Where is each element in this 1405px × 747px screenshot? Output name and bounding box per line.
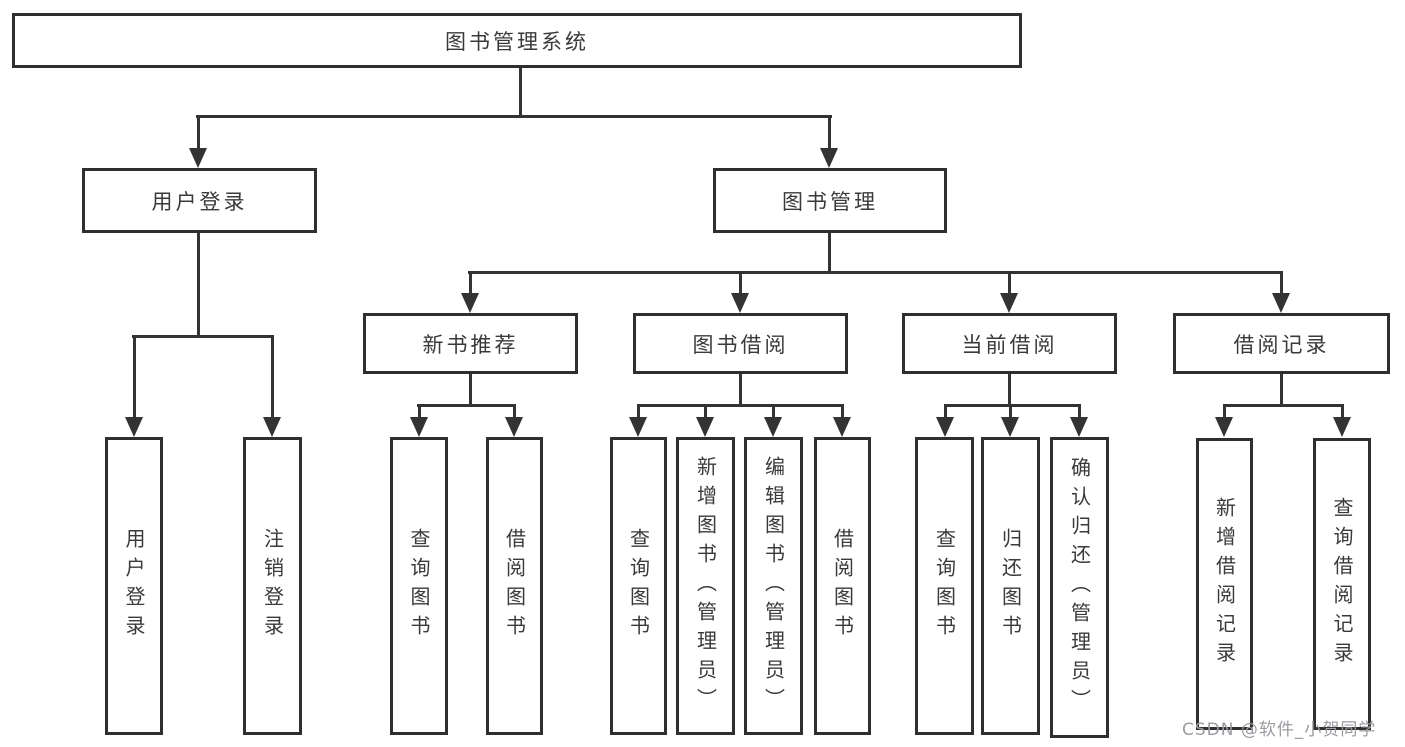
connector-stem	[1223, 404, 1226, 418]
node-user-login: 用户登录	[82, 168, 317, 233]
leaf-query-books-newbook: 查询图书	[390, 437, 448, 735]
connector-root-split	[196, 115, 832, 118]
node-current-borrowing: 当前借阅	[902, 313, 1117, 374]
connector-stem	[1078, 404, 1081, 418]
leaf-label: 查询图书	[932, 528, 957, 644]
leaf-label: 归还图书	[998, 528, 1023, 644]
leaf-label: 查询图书	[407, 528, 431, 644]
leaf-label: 借阅图书	[502, 528, 527, 644]
connector-stem	[944, 404, 947, 418]
connector-new-book-split	[417, 404, 516, 407]
arrow-down-icon	[629, 417, 647, 437]
connector-current-borrowing-split	[944, 404, 1081, 407]
node-borrowing-records: 借阅记录	[1173, 313, 1390, 374]
connector-level2-split	[468, 271, 1283, 274]
connector-stem-leaf-logout	[271, 335, 274, 418]
arrow-down-icon	[1070, 417, 1088, 437]
arrow-down-icon	[820, 148, 838, 168]
arrow-down-icon	[263, 417, 281, 437]
connector-stem	[841, 404, 844, 418]
arrow-down-icon	[125, 417, 143, 437]
leaf-return-book: 归还图书	[981, 437, 1040, 735]
connector-stem-book-management	[828, 115, 831, 149]
arrow-down-icon	[1000, 293, 1018, 313]
connector-stem-user-login	[197, 115, 200, 149]
node-book-management: 图书管理	[713, 168, 947, 233]
connector-stem	[1341, 404, 1344, 418]
arrow-down-icon	[410, 417, 428, 437]
node-label: 图书管理	[782, 189, 878, 214]
leaf-label: 新增图书（管理员）	[693, 455, 718, 717]
arrow-down-icon	[833, 417, 851, 437]
leaf-label: 查询借阅记录	[1330, 497, 1354, 671]
node-label: 当前借阅	[961, 332, 1058, 357]
connector-stem	[772, 404, 775, 418]
leaf-query-books-current: 查询图书	[915, 437, 974, 735]
connector-stem-borrowing-records	[1280, 271, 1283, 295]
leaf-confirm-return-admin: 确认归还（管理员）	[1050, 437, 1109, 738]
arrow-down-icon	[936, 417, 954, 437]
leaf-label: 注销登录	[260, 528, 285, 644]
leaf-query-books-borrowing: 查询图书	[610, 437, 667, 735]
leaf-label: 用户登录	[122, 528, 146, 644]
connector-stem-leaf-user-login	[133, 335, 136, 418]
connector-root-trunk	[519, 68, 522, 118]
arrow-down-icon	[1001, 417, 1019, 437]
arrow-down-icon	[1272, 293, 1290, 313]
leaf-borrow-books-borrowing: 借阅图书	[814, 437, 871, 735]
connector-stem	[513, 404, 516, 418]
arrow-down-icon	[1333, 417, 1351, 437]
leaf-query-borrow-record: 查询借阅记录	[1313, 438, 1371, 730]
connector-stem	[418, 404, 421, 418]
node-label: 图书管理系统	[445, 29, 589, 54]
csdn-watermark: CSDN @软件_小贺同学	[1182, 720, 1377, 740]
arrow-down-icon	[731, 293, 749, 313]
connector-stem	[1009, 404, 1012, 418]
connector-stem-book-borrowing	[739, 271, 742, 295]
connector-user-login-trunk	[197, 233, 200, 337]
leaf-add-borrow-record: 新增借阅记录	[1196, 438, 1253, 730]
node-label: 借阅记录	[1233, 332, 1330, 357]
connector-book-management-trunk	[828, 233, 831, 273]
leaf-edit-book-admin: 编辑图书（管理员）	[744, 437, 803, 735]
leaf-label: 查询图书	[626, 528, 651, 644]
leaf-user-login: 用户登录	[105, 437, 163, 735]
node-new-book-recommendation: 新书推荐	[363, 313, 578, 374]
leaf-add-book-admin: 新增图书（管理员）	[676, 437, 735, 735]
leaf-label: 借阅图书	[830, 528, 855, 644]
node-book-borrowing: 图书借阅	[633, 313, 848, 374]
connector-stem	[704, 404, 707, 418]
arrow-down-icon	[461, 293, 479, 313]
connector-user-login-split	[132, 335, 274, 338]
connector-borrowing-records-trunk	[1280, 374, 1283, 407]
connector-current-borrowing-trunk	[1008, 374, 1011, 407]
connector-borrowing-records-split	[1223, 404, 1344, 407]
node-label: 用户登录	[151, 189, 248, 214]
connector-stem-current-borrowing	[1008, 271, 1011, 295]
connector-stem	[637, 404, 640, 418]
leaf-borrow-books-newbook: 借阅图书	[486, 437, 543, 735]
node-library-management-system: 图书管理系统	[12, 13, 1022, 68]
arrow-down-icon	[696, 417, 714, 437]
connector-book-borrowing-split	[637, 404, 844, 407]
arrow-down-icon	[505, 417, 523, 437]
node-label: 图书借阅	[692, 332, 789, 357]
arrow-down-icon	[764, 417, 782, 437]
leaf-label: 确认归还（管理员）	[1067, 457, 1092, 718]
node-label: 新书推荐	[422, 332, 519, 357]
arrow-down-icon	[1215, 417, 1233, 437]
connector-new-book-trunk	[469, 374, 472, 407]
leaf-logout: 注销登录	[243, 437, 302, 735]
leaf-label: 新增借阅记录	[1212, 497, 1237, 671]
connector-book-borrowing-trunk	[739, 374, 742, 407]
connector-stem-new-book	[469, 271, 472, 295]
leaf-label: 编辑图书（管理员）	[761, 455, 786, 717]
arrow-down-icon	[189, 148, 207, 168]
